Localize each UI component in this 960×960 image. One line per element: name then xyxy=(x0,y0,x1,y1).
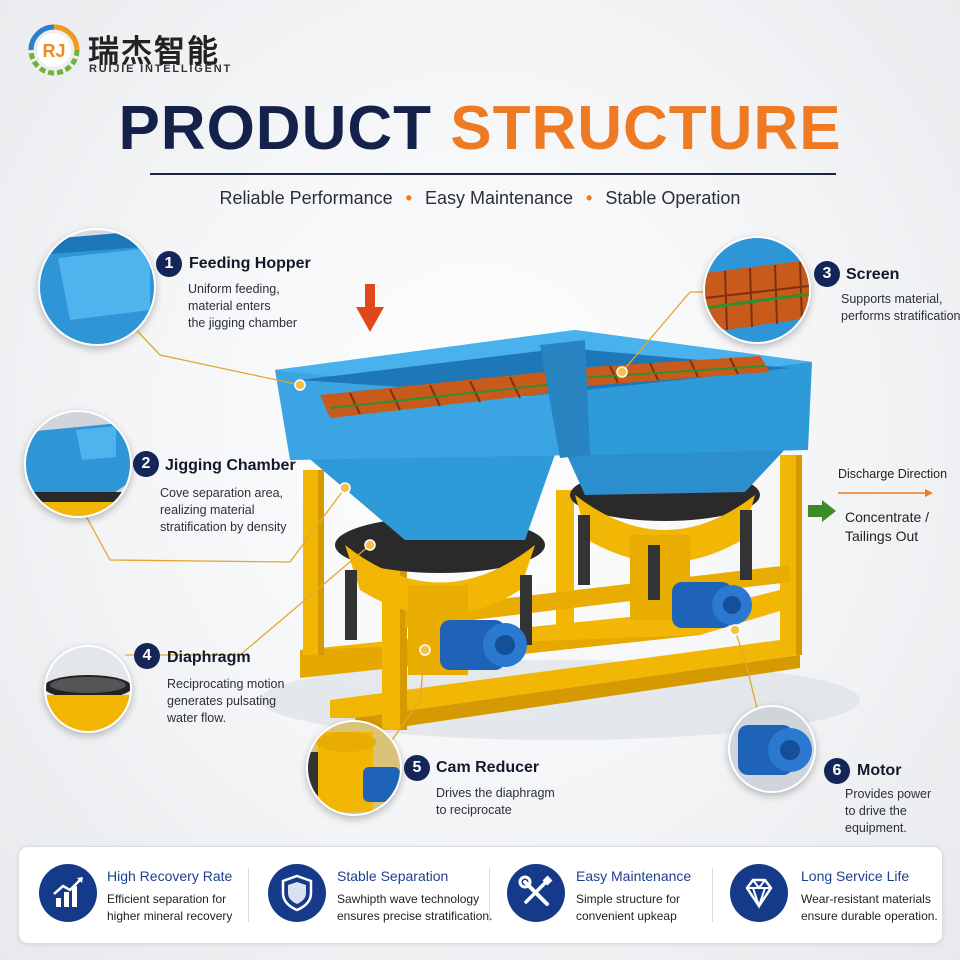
discharge-direction-label: Discharge Direction xyxy=(838,467,948,481)
callout-number-6: 6 xyxy=(824,758,850,784)
title-divider xyxy=(150,173,836,175)
bar-chart-icon xyxy=(39,864,97,922)
feature-divider xyxy=(248,868,249,922)
callout-image-diaphragm xyxy=(44,645,132,733)
page-title: PRODUCT STRUCTURE xyxy=(0,93,960,164)
callout-image-jigging-chamber xyxy=(24,410,132,518)
callout-title-cam-reducer: Cam Reducer xyxy=(436,759,540,776)
brand-logo-icon: RJ xyxy=(28,24,80,76)
hopper-detail-icon xyxy=(40,230,154,344)
chamber-detail-icon xyxy=(26,412,130,516)
brand-name-en: RUIJIE INTELLIGENT xyxy=(89,63,233,75)
feed-arrow-icon xyxy=(356,284,384,332)
discharge-output-text: Concentrate /Tailings Out xyxy=(845,509,930,544)
motor-detail-icon xyxy=(730,707,814,791)
diamond-icon xyxy=(730,864,788,922)
brand-name-cn: 瑞杰智能 xyxy=(88,34,220,70)
callout-title-motor: Motor xyxy=(857,762,902,779)
callout-number-5: 5 xyxy=(404,755,430,781)
feature-title-stable-separation: Stable Separation xyxy=(337,868,449,884)
reducer-detail-icon xyxy=(308,722,400,814)
screen-detail-icon xyxy=(705,238,809,342)
wrench-screwdriver-icon xyxy=(507,864,565,922)
features-panel xyxy=(18,846,943,944)
subtitle-item: Easy Maintenance xyxy=(424,188,574,208)
feature-title-easy-maintenance: Easy Maintenance xyxy=(576,868,692,884)
title-part2: STRUCTURE xyxy=(450,94,842,163)
callout-title-jigging-chamber: Jigging Chamber xyxy=(165,457,296,474)
callout-title-screen: Screen xyxy=(846,266,900,283)
feature-title-long-service-life: Long Service Life xyxy=(801,868,910,884)
subtitle-item: Reliable Performance xyxy=(219,188,393,208)
callout-image-screen xyxy=(703,236,811,344)
motor-left xyxy=(440,620,527,670)
callout-title-feeding-hopper: Feeding Hopper xyxy=(189,255,311,272)
subtitle: Reliable Performance•Easy Maintenance•St… xyxy=(219,188,741,208)
feature-divider xyxy=(712,868,713,922)
callout-number-2: 2 xyxy=(133,451,159,477)
callout-image-motor xyxy=(728,705,816,793)
callout-number-1: 1 xyxy=(156,251,182,277)
callout-number-3: 3 xyxy=(814,261,840,287)
logo-letters: RJ xyxy=(42,41,65,61)
discharge-arrow-icon xyxy=(808,489,933,522)
callout-desc-screen: Supports material,performs stratificatio… xyxy=(841,292,960,323)
diaphragm-detail-icon xyxy=(46,647,130,731)
subtitle-item: Stable Operation xyxy=(605,188,741,208)
title-part1: PRODUCT xyxy=(118,94,432,163)
feature-divider xyxy=(489,868,490,922)
shield-icon xyxy=(268,864,326,922)
motor-right xyxy=(672,582,752,628)
feature-title-high-recovery: High Recovery Rate xyxy=(107,868,233,884)
callout-number-4: 4 xyxy=(134,643,160,669)
callout-title-diaphragm: Diaphragm xyxy=(167,649,251,666)
callout-image-cam-reducer xyxy=(306,720,402,816)
callout-image-feeding-hopper xyxy=(38,228,156,346)
